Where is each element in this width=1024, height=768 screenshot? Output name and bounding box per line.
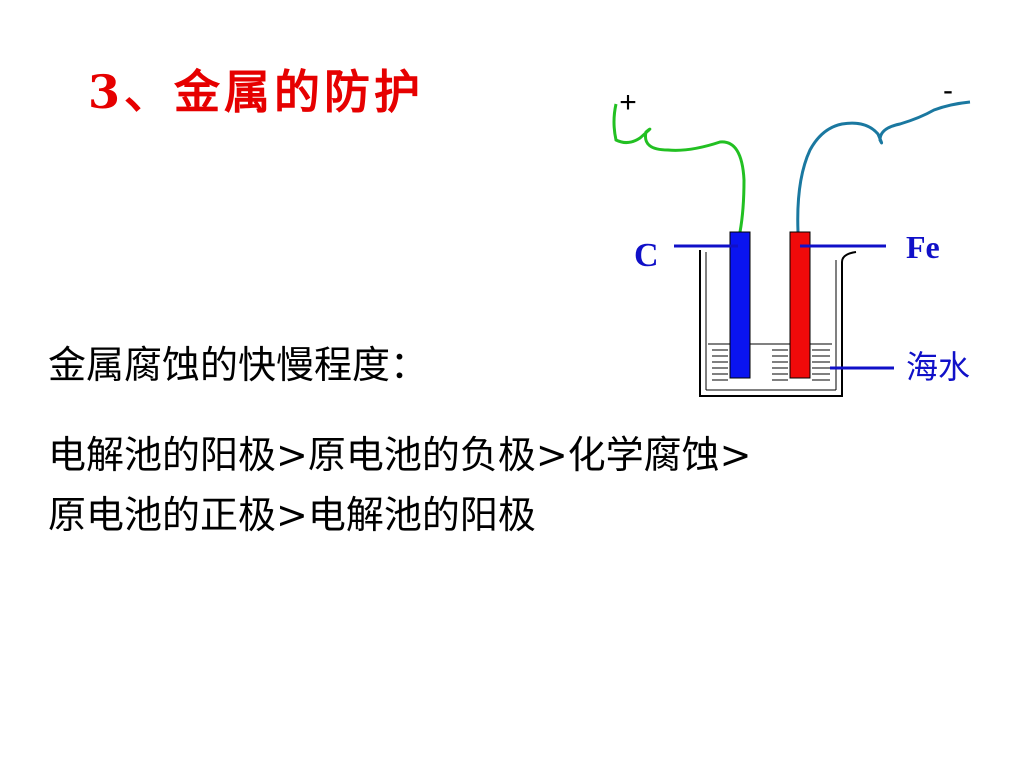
plus-sign: + <box>619 86 637 119</box>
carbon-electrode-label: C <box>634 237 659 274</box>
slide-title: 3、金属的防护 <box>88 65 425 119</box>
minus-sign: - <box>943 74 953 107</box>
negative-wire <box>796 100 971 233</box>
seawater-fill <box>708 343 832 381</box>
beaker <box>699 250 857 397</box>
iron-electrode <box>789 231 811 379</box>
positive-wire <box>612 103 746 233</box>
iron-electrode-label: Fe <box>906 229 940 265</box>
seawater-label: 海水 <box>906 348 970 386</box>
carbon-electrode <box>729 231 751 379</box>
corrosion-rate-heading: 金属腐蚀的快慢程度： <box>48 343 429 387</box>
corrosion-order-line-1: 电解池的阳极>原电池的负极>化学腐蚀> <box>48 433 752 477</box>
corrosion-order-line-2: 原电池的正极>电解池的阳极 <box>48 493 536 537</box>
